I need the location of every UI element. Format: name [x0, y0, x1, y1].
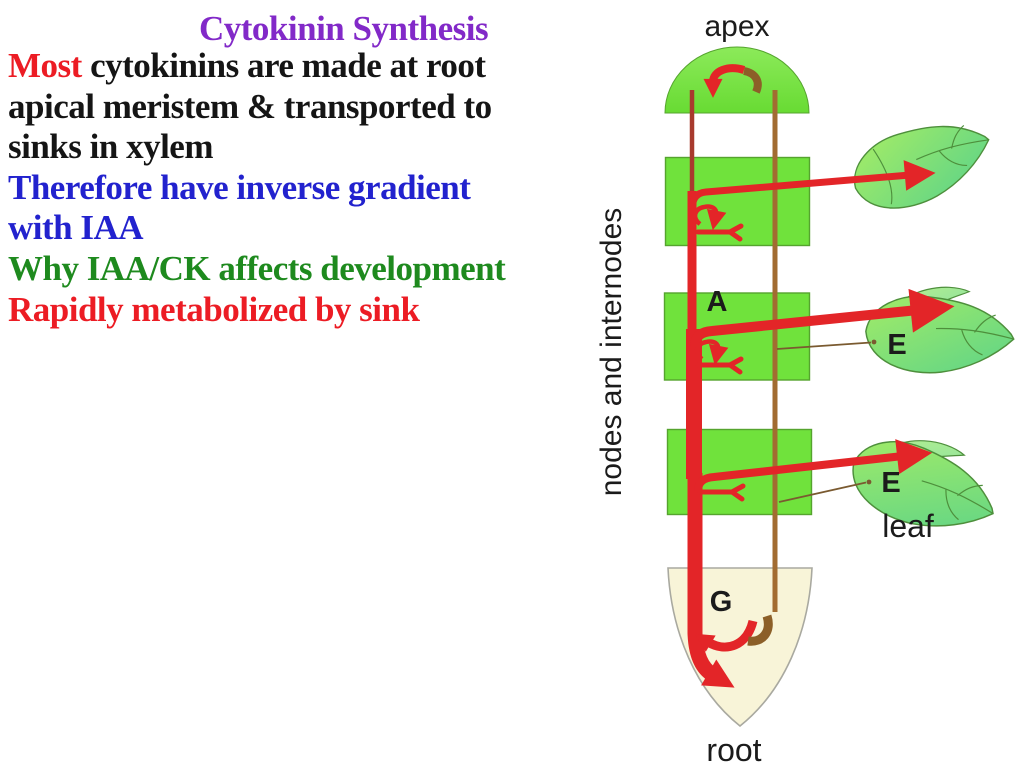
body-line: Rapidly metabolized by sink: [8, 290, 505, 331]
connector-dot: [871, 339, 877, 345]
body-text-segment: Most: [8, 46, 91, 85]
apex-dome: [664, 46, 810, 114]
branch-arrow-leaf2: [690, 288, 955, 347]
plant-hormone-diagram: apex nodes and internodes A E E leaf G r…: [595, 10, 1015, 768]
body-line: apical meristem & transported to: [8, 87, 505, 128]
body-text-segment: with IAA: [8, 208, 144, 248]
branch-arrow-leaf1: [688, 160, 936, 211]
axis-label: nodes and internodes: [595, 208, 628, 497]
node1-curl-arrow: [692, 204, 727, 231]
leaf-blade: [853, 125, 990, 209]
leaf-vein: [921, 480, 994, 521]
node2-fork-arrow: [695, 356, 744, 375]
apex-brown-hook: [743, 67, 762, 94]
body-line: Therefore have inverse gradient: [8, 168, 505, 209]
body-text-segment: apical meristem & transported to: [8, 86, 492, 126]
apex-label: apex: [704, 10, 769, 43]
body-line: Most cytokinins are made at root: [8, 46, 505, 87]
node3-fork-arrow: [697, 483, 746, 502]
body-line: with IAA: [8, 208, 505, 249]
leaf-mid-e-label: E: [887, 329, 906, 361]
body-text-segment: Rapidly metabolized by sink: [8, 289, 420, 329]
body-line: Why IAA/CK affects development: [8, 248, 506, 290]
stream-segment-root: [687, 473, 735, 688]
node1-fork-arrow: [695, 223, 744, 242]
root-label: root: [706, 732, 761, 768]
body-text-segment: Therefore have inverse gradient: [8, 167, 471, 207]
leaf-1: [853, 124, 990, 209]
body-line: sinks in xylem: [8, 127, 505, 168]
root-red-curl-arrow: [694, 619, 758, 652]
leaf-label: leaf: [882, 508, 934, 544]
body-text-segment: cytokinins are made at root: [90, 46, 486, 85]
apex-red-curl-arrow: [703, 64, 746, 98]
branch-arrow-leaf3: [694, 439, 933, 492]
node-a-label: A: [707, 286, 728, 318]
connector-line-mid-leaf: [776, 341, 872, 350]
root-g-label: G: [710, 586, 733, 618]
root-brown-hook: [747, 614, 773, 646]
node2-curl-arrow: [694, 339, 729, 366]
body-text-segment: sinks in xylem: [8, 127, 214, 167]
node-rect-1: [664, 156, 811, 247]
connector-dot: [866, 479, 872, 485]
body-text-segment: Why IAA/CK affects development: [8, 248, 506, 288]
connector-line-low-leaf: [778, 481, 867, 503]
leaf-vein: [916, 124, 989, 166]
leaf-low-e-label: E: [881, 467, 900, 499]
page-title: Cytokinin Synthesis: [199, 9, 489, 48]
